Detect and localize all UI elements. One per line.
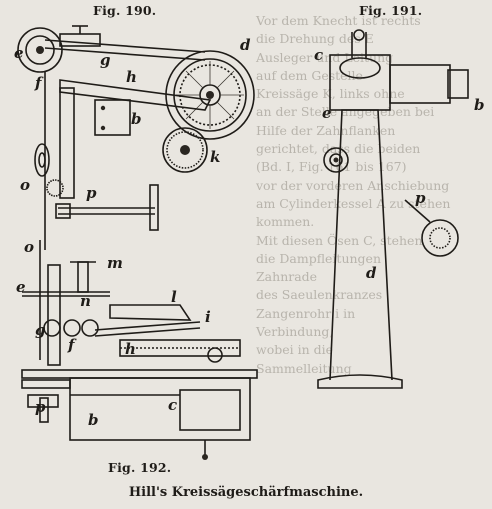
fig192-label-c: c xyxy=(168,396,177,414)
background-text-line: Kreissäge K, links ohne xyxy=(256,86,405,102)
background-text-line: die Dampfleitungen xyxy=(256,250,382,266)
figure-192-drawing: o m e l n g f h i c p b xyxy=(16,238,258,460)
background-text-column: Vor dem Knecht ist rechts die Drehung des… xyxy=(256,12,450,378)
fig192-label-i: i xyxy=(205,308,211,326)
fig192-label-m: m xyxy=(107,254,123,272)
background-text-line: (Bd. I, Fig. 161 bis 167) xyxy=(256,159,407,175)
fig191-label-b: b xyxy=(474,96,485,114)
fig192-label-f: f xyxy=(67,336,77,354)
background-text-line: Hilfe der Zahnflanken xyxy=(256,122,396,138)
background-text-line: des Saeulenkranzes xyxy=(256,287,383,303)
fig191-label-e: e xyxy=(322,104,332,122)
fig190-label-o: o xyxy=(20,176,30,194)
fig191-label-p: p xyxy=(415,189,426,207)
fig190-label-f: f xyxy=(34,74,44,92)
background-text-line: an der Stelle angegeben bei xyxy=(256,104,435,120)
background-text-line: Ausleger und Leitung xyxy=(256,49,394,65)
background-text-line: Zangenrohr i in xyxy=(256,305,356,321)
fig192-label-b: b xyxy=(88,411,99,429)
fig192-label-h: h xyxy=(125,340,136,358)
background-text-line: Mit diesen Ösen C, stehen xyxy=(256,232,423,248)
fig190-label-p: p xyxy=(86,184,97,202)
background-text-line: Vor dem Knecht ist rechts xyxy=(256,13,421,28)
fig192-label-g: g xyxy=(35,321,46,339)
fig192-label-o: o xyxy=(24,238,34,256)
figure-caption: Hill's Kreissägeschärfmaschine. xyxy=(128,485,364,500)
background-text-line: auf dem Gestelle xyxy=(256,67,363,83)
fig190-label-e: e xyxy=(14,44,24,62)
fig191-label-c: c xyxy=(314,46,323,64)
background-text-line: gerichtet, dass die beiden xyxy=(256,141,421,157)
fig190-label-g: g xyxy=(100,51,111,69)
fig191-label-d: d xyxy=(366,264,377,282)
fig192-label-l: l xyxy=(171,288,177,306)
fig190-label-b: b xyxy=(131,110,142,128)
background-text-line: kommen. xyxy=(256,214,315,230)
background-text-line: die Drehung des E xyxy=(256,31,374,47)
fig190-label-d: d xyxy=(240,36,251,54)
fig192-label-e: e xyxy=(16,278,26,296)
background-text-line: wobei in die xyxy=(256,342,334,358)
figure-190-drawing: e g h d f b k o p xyxy=(14,25,255,250)
fig190-label-h: h xyxy=(126,68,137,86)
fig192-label-p: p xyxy=(35,398,46,416)
background-text-line: Verbindung, xyxy=(256,324,334,340)
background-text-line: Sammelleitung xyxy=(256,360,352,376)
figure-192-label: Fig. 192. xyxy=(108,460,172,475)
background-text-line: Zahnrade xyxy=(256,269,318,285)
background-text-line: vor der vorderen Anschiebung xyxy=(256,177,450,193)
figure-191-drawing: c e b d p xyxy=(314,29,485,389)
figure-191-label: Fig. 191. xyxy=(359,3,423,18)
fig190-label-k: k xyxy=(210,148,220,166)
figure-190-label: Fig. 190. xyxy=(93,3,157,18)
fig192-label-n: n xyxy=(80,292,91,310)
background-text-line: am Cylinderkessel A zu stehen xyxy=(256,195,451,211)
